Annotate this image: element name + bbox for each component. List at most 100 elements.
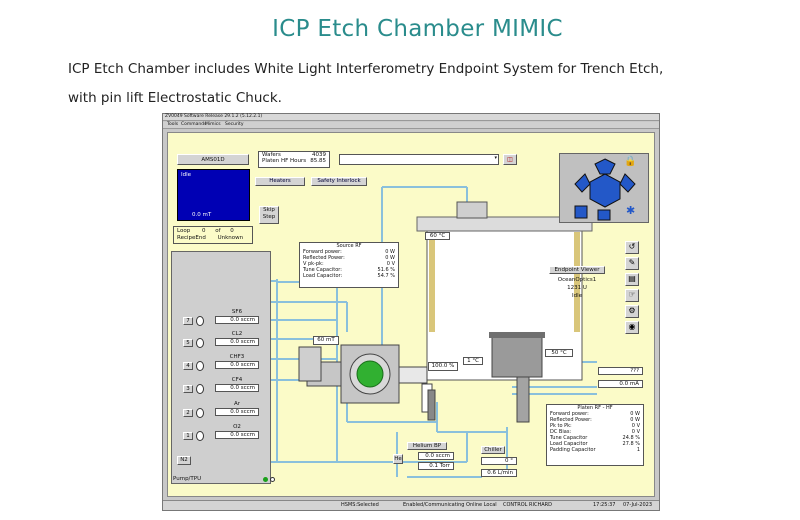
monitor-icon[interactable]: ◫ — [503, 154, 517, 165]
hand-icon[interactable]: ☞ — [625, 289, 639, 302]
endpoint-device: OceanOptics1 — [557, 277, 597, 283]
rf-row-label: Forward power: — [550, 411, 589, 417]
robot-icon[interactable]: ◉ — [625, 321, 639, 334]
lock-icon[interactable]: 🔒 — [624, 156, 637, 167]
gas-line-number[interactable]: 5 — [183, 339, 193, 347]
gas-line-flow: 0.0 sccm — [215, 431, 259, 439]
status-control: CONTROL RICHARD — [503, 502, 552, 508]
helium-bp-title: Helium BP — [407, 442, 447, 450]
status-comm: Enabled/Communicating Online Local — [403, 502, 497, 508]
gas-valve-icon[interactable] — [196, 316, 204, 326]
gas-line-name: CF4 — [231, 377, 243, 383]
rf-row-value: 0 V — [631, 429, 640, 435]
wafers-value: 4039 — [312, 152, 326, 158]
chuck-temp-readout: 1 °C — [463, 357, 483, 365]
chiller-temp-readout: 0 ° — [481, 457, 517, 465]
heaters-button[interactable]: Heaters — [255, 177, 305, 186]
rf-row-label: Reflected Power: — [550, 417, 592, 423]
source-rf-title: Source RF — [336, 243, 362, 249]
gas-line-name: CHF3 — [229, 354, 245, 360]
gas-line-number[interactable]: 1 — [183, 432, 193, 440]
chiller-title[interactable]: Chiller — [481, 446, 505, 454]
window-title: ZV0049 Software Release 29.1.2 (5.12.2.1… — [165, 114, 263, 119]
rf-row: Forward power:0 W — [550, 411, 640, 417]
platen-hours-value: 85.85 — [310, 158, 326, 164]
esc-current-readout: 0.0 mA — [598, 380, 643, 388]
gas-line-number[interactable]: 3 — [183, 385, 193, 393]
rf-row-value: 24.8 % — [622, 435, 640, 441]
tool-name-button[interactable]: AMS01D — [177, 154, 249, 165]
pump-turbo — [306, 344, 428, 404]
gas-line-flow: 0.0 sccm — [215, 384, 259, 392]
rf-row-label: V pk-pk: — [303, 261, 324, 267]
helium-flow-readout: 0.0 sccm — [418, 452, 454, 460]
rf-row-value: 0 W — [385, 255, 395, 261]
gas-valve-icon[interactable] — [196, 384, 204, 394]
pump-label: Pump/TPU — [173, 476, 202, 482]
recipe-select[interactable]: ▾ — [339, 154, 499, 165]
skip-step-button[interactable]: Skip Step — [259, 206, 279, 224]
rf-row: Tune Capacitor: 51.6 % — [303, 267, 395, 273]
endpoint-state: Idle — [571, 293, 583, 299]
rf-row-value: 0 V — [631, 423, 640, 429]
rf-row-label: Load Capacitor: — [303, 273, 343, 279]
helium-pressure-readout: 0.1 Torr — [418, 462, 454, 470]
rf-row-value: 27.8 % — [622, 441, 640, 447]
helium-button[interactable]: He — [393, 454, 403, 464]
safety-interlock-button[interactable]: Safety Interlock — [311, 177, 367, 186]
rf-row: Reflected Power:0 W — [550, 417, 640, 423]
endpoint-viewer-button[interactable]: Endpoint Viewer — [549, 266, 605, 274]
gas-line-flow: 0.0 sccm — [215, 361, 259, 369]
gas-line-number[interactable]: 2 — [183, 409, 193, 417]
gears-icon[interactable]: ⚙ — [625, 305, 639, 318]
status-date: 07-Jul-2023 — [623, 502, 653, 508]
menu-mimics[interactable]: Mimics — [205, 122, 221, 127]
edit-icon[interactable]: ✎ — [625, 257, 639, 270]
snow-icon[interactable]: ✱ — [626, 204, 636, 217]
rf-row: V pk-pk:0 V — [303, 261, 395, 267]
cluster-tool-map[interactable]: 🔒 ✱ — [559, 153, 649, 223]
doc-icon[interactable]: ▤ — [625, 273, 639, 286]
description-line-1: ICP Etch Chamber includes White Light In… — [68, 61, 664, 77]
rf-row-value: 51.6 % — [377, 267, 395, 273]
menu-bar: Tools Commands Mimics Security — [163, 122, 659, 129]
wall-temp-readout: 50 °C — [545, 349, 573, 357]
status-bar: HSMS:Selected Enabled/Communicating Onli… — [163, 500, 659, 510]
menu-commands[interactable]: Commands — [181, 122, 207, 127]
rf-row: Pk to Pk:0 V — [550, 423, 640, 429]
rf-row-label: Reflected Power: — [303, 255, 345, 261]
wafers-label: Wafers — [262, 152, 281, 158]
pressure-gauge-readout: 60 mT — [313, 336, 339, 345]
chart-icon[interactable]: ↺ — [625, 241, 639, 254]
pump-status-led — [263, 477, 268, 482]
gas-valve-icon[interactable] — [196, 361, 204, 371]
gas-line-flow: 0.0 sccm — [215, 316, 259, 324]
page-title: ICP Etch Chamber MIMIC — [272, 16, 563, 42]
chiller-flow-readout: 0.6 L/min — [481, 469, 517, 477]
menu-security[interactable]: Security — [225, 122, 244, 127]
status-pressure: 0.0 mT — [192, 212, 212, 218]
loop-label: Loop — [177, 228, 191, 234]
n2-purge-button[interactable]: N2 — [177, 456, 191, 465]
apc-position-readout: 100.0 % — [428, 362, 458, 371]
endpoint-info: OceanOptics1 1231 U Idle — [549, 276, 605, 300]
chevron-down-icon: ▾ — [494, 155, 497, 161]
status-state: Idle — [181, 172, 192, 178]
mimic-window: ZV0049 Software Release 29.1.2 (5.12.2.1… — [162, 113, 660, 511]
gas-line-number[interactable]: 7 — [183, 317, 193, 325]
gas-valve-icon[interactable] — [196, 431, 204, 441]
recipe-end-value: Unknown — [217, 235, 244, 241]
rf-row: DC Bias:0 V — [550, 429, 640, 435]
gas-line-name: CL2 — [231, 331, 243, 337]
rf-row-label: Tune Capacitor: — [303, 267, 342, 273]
gas-valve-icon[interactable] — [196, 408, 204, 418]
gas-valve-icon[interactable] — [196, 338, 204, 348]
loop-info: Loop 0 of 0 RecipeEnd Unknown — [173, 226, 253, 244]
gas-line-number[interactable]: 4 — [183, 362, 193, 370]
skip-label: Skip — [263, 207, 275, 213]
step-label: Step — [262, 214, 276, 220]
menu-tools[interactable]: Tools — [167, 122, 179, 127]
